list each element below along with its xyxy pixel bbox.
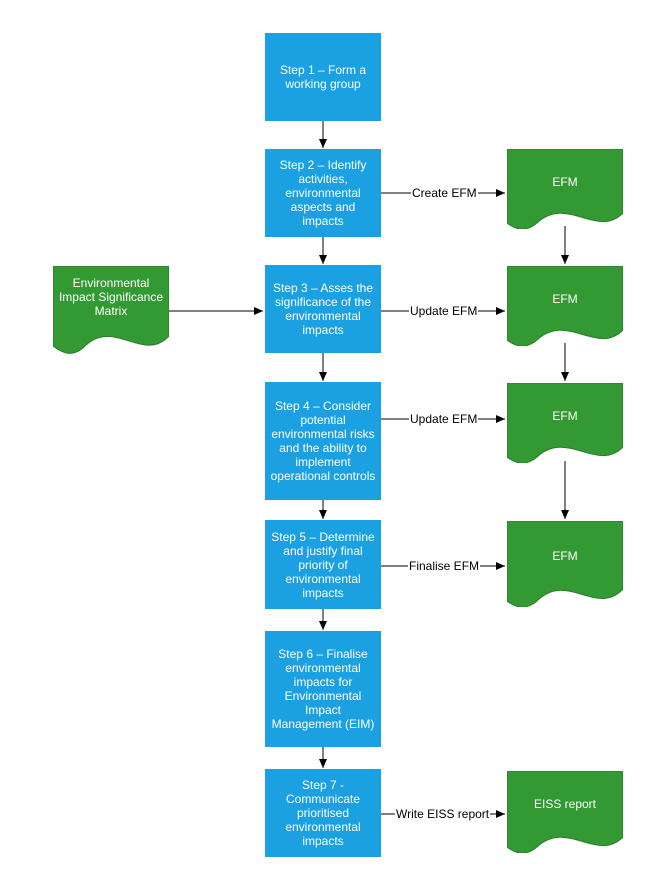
step-6-box: Step 6 – Finalise environmental impacts … xyxy=(265,631,381,747)
step-4-text: Step 4 – Consider potential environmenta… xyxy=(270,399,376,483)
edge-label-write-eiss: Write EISS report xyxy=(395,807,491,821)
eiss-report-document: EISS report xyxy=(507,771,623,853)
efm-document-1: EFM xyxy=(507,149,623,229)
edge-label-update-efm-2: Update EFM xyxy=(409,412,479,426)
efm-document-2: EFM xyxy=(507,266,623,346)
step-3-text: Step 3 – Asses the significance of the e… xyxy=(272,281,374,337)
efm-document-4: EFM xyxy=(507,521,623,607)
step-7-text: Step 7 - Communicate prioritised environ… xyxy=(285,778,361,848)
step-6-text: Step 6 – Finalise environmental impacts … xyxy=(271,647,375,731)
step-2-box: Step 2 – Identify activities, environmen… xyxy=(265,149,381,237)
step-3-box: Step 3 – Asses the significance of the e… xyxy=(265,265,381,353)
efm-4-text: EFM xyxy=(552,549,578,563)
step-1-box: Step 1 – Form a working group xyxy=(265,33,381,121)
step-1-text: Step 1 – Form a working group xyxy=(279,63,367,91)
matrix-document: Environmental Impact Significance Matrix xyxy=(53,266,169,354)
eiss-report-text: EISS report xyxy=(533,797,597,811)
step-4-box: Step 4 – Consider potential environmenta… xyxy=(265,382,381,500)
matrix-text: Environmental Impact Significance Matrix xyxy=(58,276,164,318)
edge-label-update-efm-1: Update EFM xyxy=(409,304,479,318)
efm-1-text: EFM xyxy=(552,175,578,189)
step-2-text: Step 2 – Identify activities, environmen… xyxy=(279,158,367,228)
efm-document-3: EFM xyxy=(507,383,623,463)
efm-2-text: EFM xyxy=(552,292,578,306)
step-5-box: Step 5 – Determine and justify final pri… xyxy=(265,520,381,609)
step-5-text: Step 5 – Determine and justify final pri… xyxy=(271,529,375,600)
efm-3-text: EFM xyxy=(552,409,578,423)
edge-label-create-efm: Create EFM xyxy=(411,186,478,200)
edge-label-finalise-efm: Finalise EFM xyxy=(408,559,481,573)
step-7-box: Step 7 - Communicate prioritised environ… xyxy=(265,769,381,857)
